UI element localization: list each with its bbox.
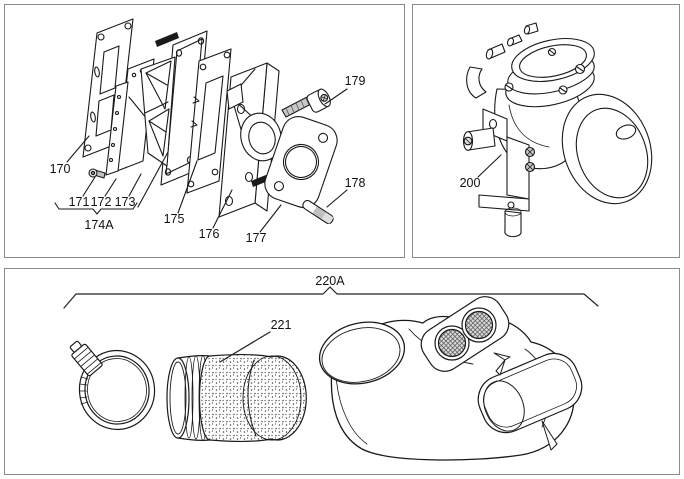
callout-labels: 200 [460,176,481,190]
callout-221: 221 [271,318,292,332]
callout-leader-lines [477,154,502,178]
callout-labels: 220A 221 [271,274,346,332]
group-bracket-220a [63,286,599,309]
callout-200: 200 [460,176,481,190]
side-screws-drawing [524,146,536,173]
manifold-drawing [218,62,282,218]
intake-horn-1 [434,325,470,361]
flange-bolt-drawing [281,88,331,118]
reed-valve-exploded-drawing: 170 171 172 173 174A 175 176 177 178 179 [50,18,366,245]
callout-175: 175 [164,212,185,226]
brand-sticker [155,32,179,47]
cage-gasket-drawing [186,48,232,194]
callout-170: 170 [50,162,71,176]
callout-177: 177 [246,231,267,245]
outlet-gasket-drawing [264,116,338,208]
callout-173: 173 [115,195,136,209]
fuel-inlet-drawing [462,127,496,151]
foam-filter-drawing [198,354,307,442]
reed-stop-plate-drawing [105,81,129,176]
venturi-bell-drawing [561,93,653,205]
callout-179: 179 [345,74,366,88]
intake-horn-2 [461,307,497,343]
callout-176: 176 [199,227,220,241]
callout-178: 178 [345,176,366,190]
stud-drawing [302,199,334,225]
reed-screw-drawing [88,168,106,179]
callout-174a: 174A [84,218,114,232]
panel-carburetor: 200 [412,4,680,258]
mounting-bracket-drawing [478,108,530,238]
carburetor-drawing: 200 [460,22,653,238]
inlet-oval [318,321,406,385]
callout-leader-lines [54,88,348,233]
callout-220a: 220A [315,274,345,288]
callout-labels: 170 171 172 173 174A 175 176 177 178 179 [50,74,366,245]
spike-detail [541,420,558,451]
muffler-tube-drawing [477,352,583,434]
panel-reed-valve-exploded: 170 171 172 173 174A 175 176 177 178 179 [4,4,405,258]
callout-leader-lines [63,286,599,363]
hose-clamp-drawing [69,340,156,431]
group-bracket-174a [54,202,138,215]
callout-171: 171 [69,195,90,209]
panel-air-filter-group: 220A 221 [4,268,680,475]
callout-172: 172 [91,195,112,209]
fuel-pump-cover-drawing [485,22,595,108]
air-filter-drawing: 220A 221 [63,274,599,461]
tab-detail [493,352,511,361]
airbox-drawing [318,296,583,461]
choke-lever-drawing [466,66,487,99]
